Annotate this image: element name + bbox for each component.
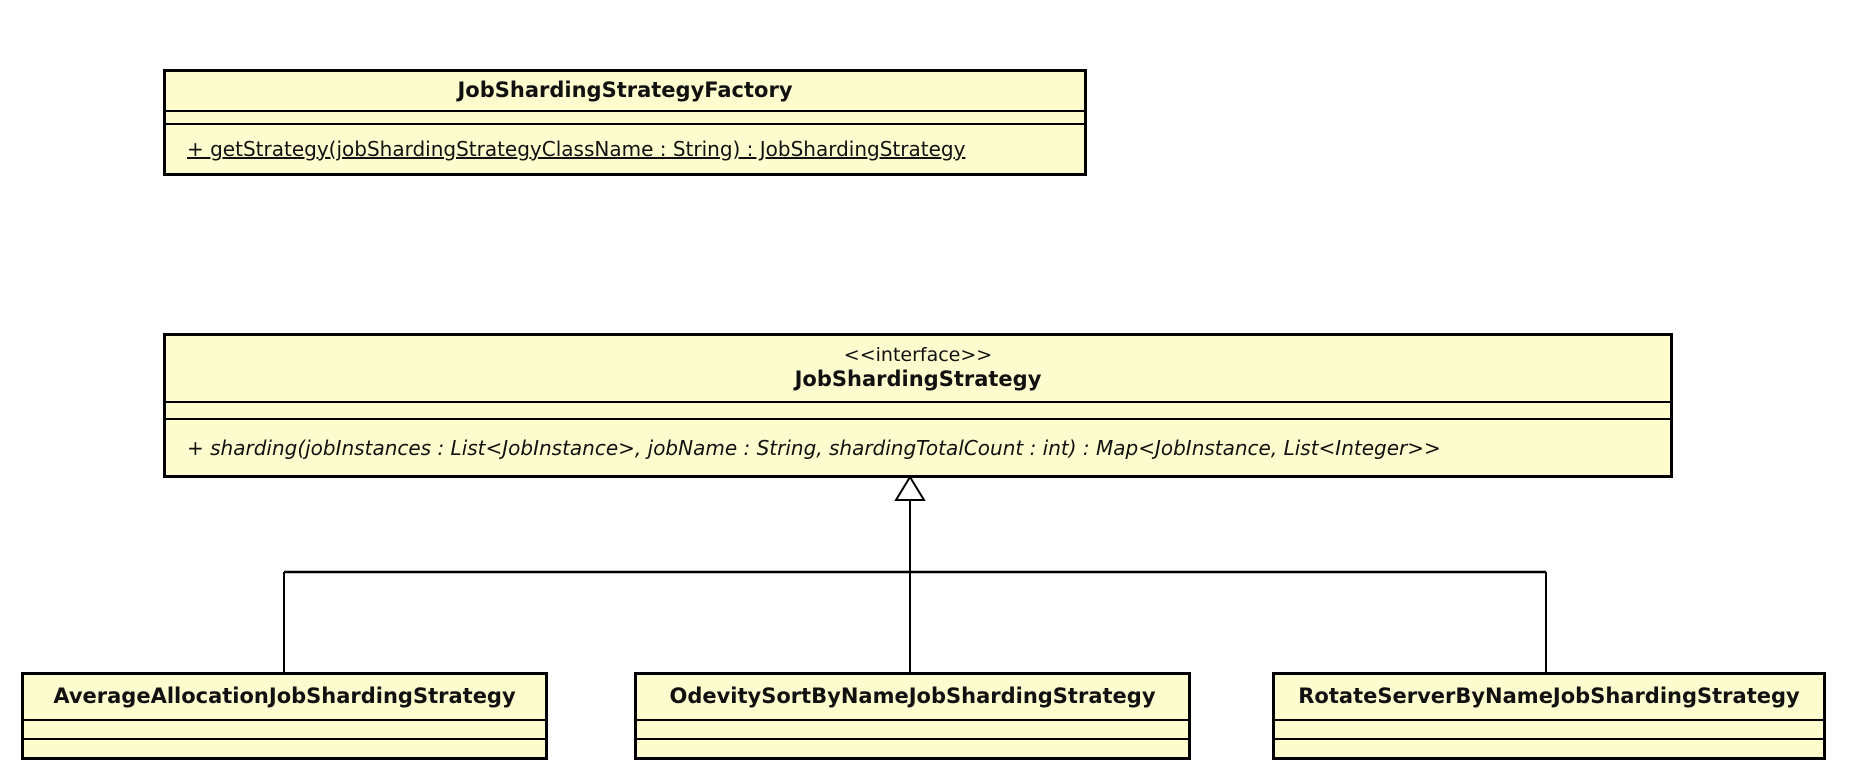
class-title-compartment: <<interface>> JobShardingStrategy xyxy=(166,336,1670,401)
class-title-compartment: OdevitySortByNameJobShardingStrategy xyxy=(637,675,1188,719)
methods-compartment: + getStrategy(jobShardingStrategyClassNa… xyxy=(166,123,1084,173)
methods-compartment: + sharding(jobInstances : List<JobInstan… xyxy=(166,418,1670,475)
methods-compartment xyxy=(1275,738,1823,757)
method-signature: + getStrategy(jobShardingStrategyClassNa… xyxy=(187,137,966,161)
class-box-odevity-sort-by-name: OdevitySortByNameJobShardingStrategy xyxy=(634,672,1191,760)
attributes-compartment xyxy=(24,719,545,738)
class-box-interface: <<interface>> JobShardingStrategy + shar… xyxy=(163,333,1673,478)
class-name: AverageAllocationJobShardingStrategy xyxy=(53,684,516,709)
stereotype-label: <<interface>> xyxy=(843,343,993,366)
methods-compartment xyxy=(637,738,1188,757)
methods-compartment xyxy=(24,738,545,757)
class-box-rotate-server-by-name: RotateServerByNameJobShardingStrategy xyxy=(1272,672,1826,760)
class-box-average-allocation: AverageAllocationJobShardingStrategy xyxy=(21,672,548,760)
attributes-compartment xyxy=(1275,719,1823,738)
class-title-compartment: RotateServerByNameJobShardingStrategy xyxy=(1275,675,1823,719)
attributes-compartment xyxy=(637,719,1188,738)
attributes-compartment xyxy=(166,110,1084,123)
class-name: JobShardingStrategyFactory xyxy=(457,78,793,103)
class-name: OdevitySortByNameJobShardingStrategy xyxy=(669,684,1156,709)
class-title-compartment: AverageAllocationJobShardingStrategy xyxy=(24,675,545,719)
class-name: JobShardingStrategy xyxy=(794,366,1042,391)
generalization-triangle-icon xyxy=(894,475,926,501)
class-box-factory: JobShardingStrategyFactory + getStrategy… xyxy=(163,69,1087,176)
class-name: RotateServerByNameJobShardingStrategy xyxy=(1298,684,1800,709)
class-title-compartment: JobShardingStrategyFactory xyxy=(166,72,1084,110)
method-signature: + sharding(jobInstances : List<JobInstan… xyxy=(187,435,1441,460)
attributes-compartment xyxy=(166,401,1670,418)
